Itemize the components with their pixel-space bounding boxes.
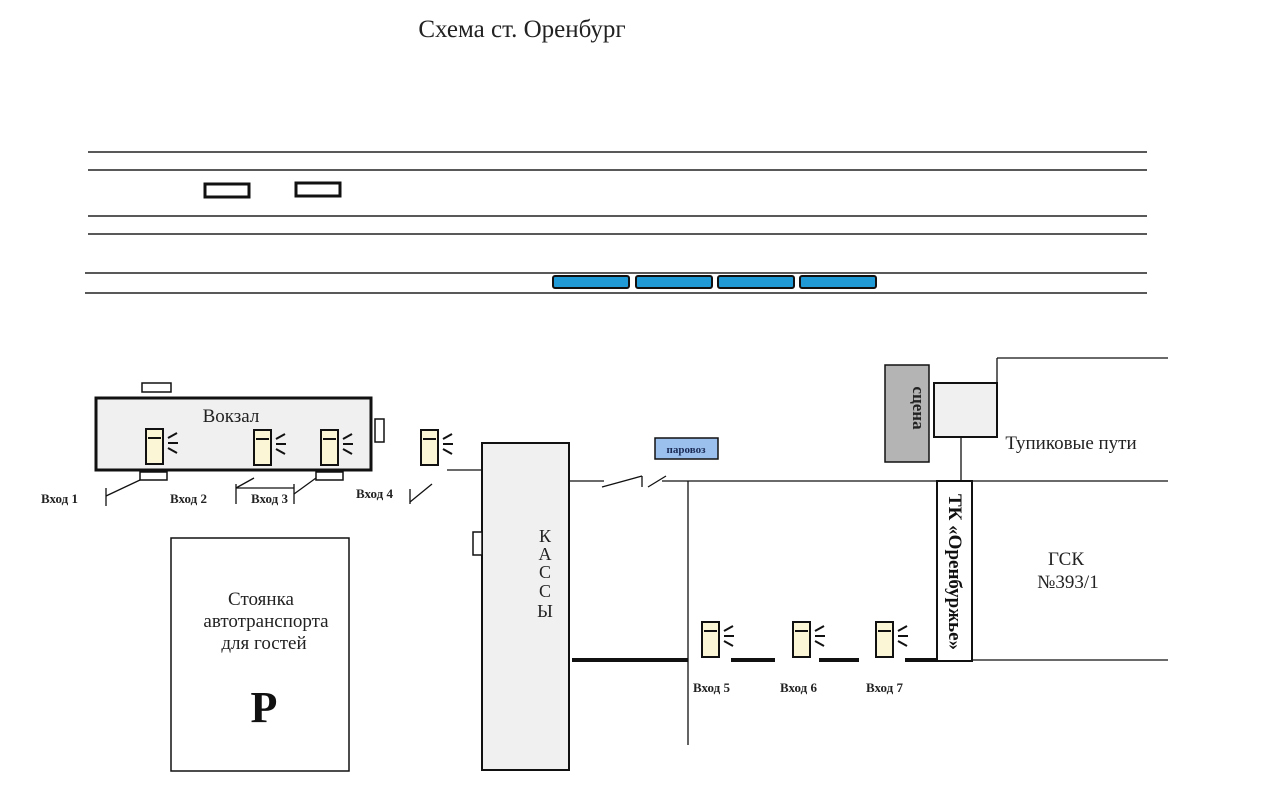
parking-label-line1: Стоянка xyxy=(228,589,294,610)
entrance-label-5: Вход 5 xyxy=(693,680,730,695)
parking-box xyxy=(170,537,350,772)
turnstile-icon xyxy=(701,621,735,658)
shopping-center-box xyxy=(936,480,973,662)
parking-label-line3: для гостей xyxy=(221,633,306,654)
train-car xyxy=(717,275,795,289)
station-building: Вокзал xyxy=(94,382,385,481)
station-label: Вокзал xyxy=(203,406,260,427)
parking-area: Стоянка автотранспорта для гостей P xyxy=(170,537,350,772)
turnstile-icon xyxy=(420,429,454,466)
entrance-label-2: Вход 2 xyxy=(170,491,207,506)
scheme-title: Схема ст. Оренбург xyxy=(418,16,625,43)
station-door xyxy=(315,471,344,481)
garage-label-line2: №393/1 xyxy=(1037,572,1098,593)
locomotive-label: паровоз xyxy=(667,444,707,456)
stage-box xyxy=(884,364,930,463)
upper-fence xyxy=(569,475,936,488)
ticket-office-letter: С xyxy=(539,562,551,582)
wagon-white xyxy=(294,181,342,198)
turnstile-icon xyxy=(792,621,826,658)
train-car xyxy=(799,275,877,289)
stage-label: сцена xyxy=(909,386,928,430)
ticket-office-letter: Ы xyxy=(537,601,553,621)
parking-label-line2: автотранспорта xyxy=(203,611,329,632)
entrance-label-1: Вход 1 xyxy=(41,491,78,506)
ticket-office-letter: К xyxy=(539,526,552,546)
ticket-office-door xyxy=(472,531,483,556)
train-car xyxy=(552,275,630,289)
ticket-office-letter: С xyxy=(539,581,551,601)
entrance-label-7: Вход 7 xyxy=(866,680,903,695)
ticket-office-letter: А xyxy=(539,544,552,564)
entrance-gates-station xyxy=(105,477,433,506)
station-chimney xyxy=(141,382,172,393)
turnstile-icon xyxy=(875,621,909,658)
station-side-door xyxy=(374,418,385,443)
ticket-office: К А С С Ы xyxy=(472,442,570,771)
entrance-label-6: Вход 6 xyxy=(780,680,817,695)
ticket-office-body xyxy=(481,442,570,771)
blue-train xyxy=(552,275,877,289)
train-car xyxy=(635,275,713,289)
garage-label-line1: ГСК xyxy=(1048,549,1084,570)
parking-sign: P xyxy=(251,683,278,732)
wagon-white xyxy=(203,182,251,199)
entrance-label-3: Вход 3 xyxy=(251,491,288,506)
shopping-center-label: ТК «Оренбуржье» xyxy=(944,494,965,650)
stage-building xyxy=(933,382,998,438)
station-door xyxy=(139,471,168,481)
entrance-label-4: Вход 4 xyxy=(356,486,393,501)
dead-end-outline xyxy=(996,357,1168,437)
dead-end-tracks-label: Тупиковые пути xyxy=(1005,433,1136,454)
railway-tracks xyxy=(85,151,1147,294)
locomotive-box xyxy=(654,437,719,460)
